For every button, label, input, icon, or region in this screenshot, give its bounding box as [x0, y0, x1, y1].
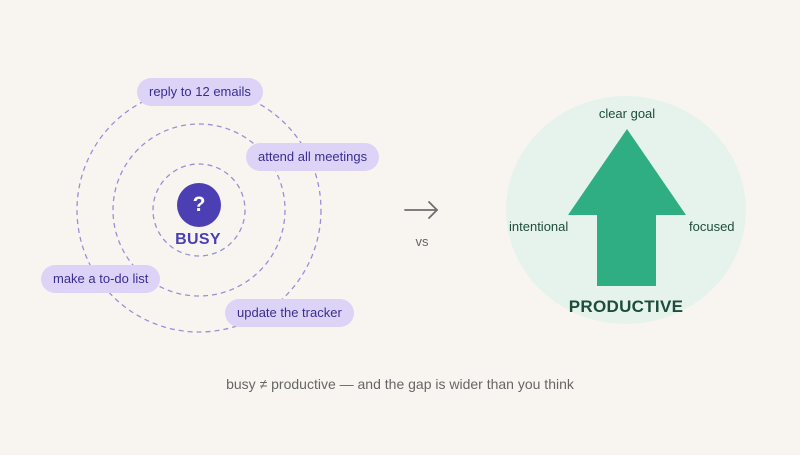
- trait-clear-goal: clear goal: [598, 106, 656, 121]
- task-pill-attend-meetings: attend all meetings: [246, 143, 380, 171]
- question-mark-icon: ?: [192, 193, 206, 216]
- orbit-ring-inner: [152, 163, 246, 257]
- orbit-ring-outer: [76, 87, 322, 333]
- vs-label: vs: [415, 234, 429, 249]
- busy-center-circle: [177, 183, 221, 227]
- productive-label: PRODUCTIVE: [568, 297, 684, 316]
- task-pill-todo-list: make a to-do list: [41, 265, 161, 293]
- trait-focused: focused: [689, 219, 735, 234]
- trait-intentional: intentional: [509, 219, 569, 234]
- up-arrow-icon: [568, 129, 686, 286]
- orbit-ring-middle: [112, 123, 286, 297]
- busy-orbits: [76, 87, 322, 333]
- task-pill-update-tracker: update the tracker: [225, 299, 354, 327]
- caption: busy ≠ productive — and the gap is wider…: [226, 376, 574, 392]
- task-pill-reply-emails: reply to 12 emails: [137, 78, 263, 106]
- right-arrow-icon: [404, 201, 438, 219]
- busy-label: BUSY: [175, 231, 221, 248]
